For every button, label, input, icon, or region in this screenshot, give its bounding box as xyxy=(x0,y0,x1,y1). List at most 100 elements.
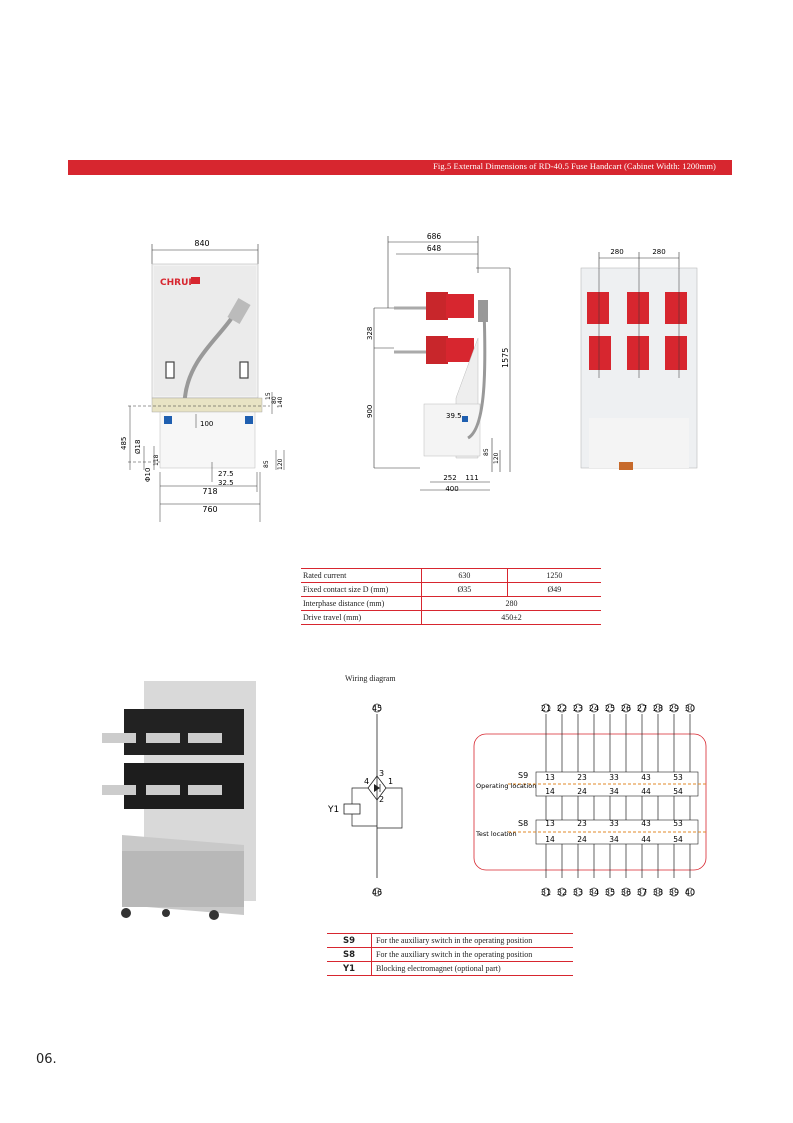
terminal-circle xyxy=(669,887,679,897)
terminal-46: 46 xyxy=(372,888,382,897)
pin-1: 1 xyxy=(388,777,393,786)
terminal-21: 21 xyxy=(541,704,551,713)
s8-location: Test location xyxy=(475,830,517,838)
terminal-circle xyxy=(637,703,647,713)
dim-648: 648 xyxy=(427,244,442,253)
contact-number: 34 xyxy=(609,787,619,796)
legend-row: S8 For the auxiliary switch in the opera… xyxy=(327,947,573,962)
handcart-photo xyxy=(102,681,256,920)
row-label: Fixed contact size D (mm) xyxy=(301,582,422,597)
terminal-circle xyxy=(589,887,599,897)
terminal-31: 31 xyxy=(541,888,551,897)
spec-table: Rated current 630 1250 Fixed contact siz… xyxy=(301,568,601,625)
row-label: Drive travel (mm) xyxy=(301,610,422,625)
contact-number: 34 xyxy=(609,835,619,844)
legend-key: S8 xyxy=(327,947,372,962)
dim-140: 140 xyxy=(277,396,284,408)
cell-value: 280 xyxy=(421,596,601,611)
figure-banner: Fig.5 External Dimensions of RD-40.5 Fus… xyxy=(68,160,732,175)
terminal-26: 26 xyxy=(621,704,631,713)
figure-title: Fig.5 External Dimensions of RD-40.5 Fus… xyxy=(433,161,716,171)
dim-760: 760 xyxy=(202,505,217,514)
dim-400: 400 xyxy=(445,485,458,493)
terminal-25: 25 xyxy=(605,704,615,713)
terminal-35: 35 xyxy=(605,888,615,897)
contact-number: 53 xyxy=(673,819,683,828)
dim-018: Ø18 xyxy=(134,440,142,454)
pin-3: 3 xyxy=(379,769,384,778)
dim-85: 85 xyxy=(483,448,490,456)
contact-number: 43 xyxy=(641,773,651,782)
terminal-28: 28 xyxy=(653,704,663,713)
contact-number: 33 xyxy=(609,773,619,782)
brand-logo: CHRUI xyxy=(160,278,192,288)
terminal-circle xyxy=(557,887,567,897)
row-label: Interphase distance (mm) xyxy=(301,596,422,611)
terminal-circle xyxy=(637,887,647,897)
dim-280a: 280 xyxy=(610,248,623,256)
table-row: Rated current 630 1250 xyxy=(301,568,601,583)
terminal-circle xyxy=(605,887,615,897)
contact-number: 54 xyxy=(673,787,683,796)
contact-number: 14 xyxy=(545,787,555,796)
terminal-circle xyxy=(653,703,663,713)
table-row: Interphase distance (mm) 280 xyxy=(301,596,601,611)
terminal-circle xyxy=(685,703,695,713)
wiring-diagram-title: Wiring diagram xyxy=(345,674,396,683)
terminal-22: 22 xyxy=(557,704,567,713)
dim-840: 840 xyxy=(194,239,209,248)
row-label: Rated current xyxy=(301,568,422,583)
dim-252: 252 xyxy=(443,474,456,482)
contact-number: 23 xyxy=(577,819,587,828)
contact-number: 43 xyxy=(641,819,651,828)
contact-number: 14 xyxy=(545,835,555,844)
legend-desc: Blocking electromagnet (optional part) xyxy=(371,961,573,976)
legend-key: Y1 xyxy=(327,961,372,976)
contact-number: 13 xyxy=(545,773,555,782)
terminal-circle xyxy=(621,887,631,897)
dim-900: 900 xyxy=(366,405,374,418)
contact-number: 44 xyxy=(641,787,651,796)
y1-wiring-diagram: 45 46 3 4 1 2 Y1 xyxy=(327,703,403,897)
terminal-circle xyxy=(573,887,583,897)
cell-value: Ø49 xyxy=(506,582,601,597)
terminal-circle xyxy=(621,703,631,713)
contact-number: 44 xyxy=(641,835,651,844)
dim-80: 80 xyxy=(271,396,278,404)
contact-number: 54 xyxy=(673,835,683,844)
dim-010: Φ10 xyxy=(144,468,152,482)
legend-table: S9 For the auxiliary switch in the opera… xyxy=(327,933,573,976)
side-view-drawing: 686 648 328 900 1575 39.5 85 120 252 111… xyxy=(366,232,511,493)
contact-number: 33 xyxy=(609,819,619,828)
dim-328: 328 xyxy=(366,327,374,340)
contact-number: 24 xyxy=(577,787,587,796)
dim-85: 85 xyxy=(263,460,270,468)
dim-485: 485 xyxy=(120,437,128,450)
terminal-29: 29 xyxy=(669,704,679,713)
terminal-27: 27 xyxy=(637,704,647,713)
cell-value: 630 xyxy=(421,568,508,583)
terminal-37: 37 xyxy=(637,888,647,897)
terminal-circle xyxy=(589,703,599,713)
dim-100: 100 xyxy=(200,420,213,428)
contact-number: 13 xyxy=(545,819,555,828)
terminal-39: 39 xyxy=(669,888,679,897)
dim-118: 118 xyxy=(153,454,160,466)
dim-120: 120 xyxy=(277,458,284,470)
terminal-circle xyxy=(669,703,679,713)
cell-value: Ø35 xyxy=(421,582,508,597)
front-view-drawing: 840 CHRUI 485 Ø18 Φ10 118 100 27.5 32.5 … xyxy=(120,239,285,522)
dim-15: 15 xyxy=(265,392,272,400)
legend-desc: For the auxiliary switch in the operatin… xyxy=(371,947,573,962)
table-row: Drive travel (mm) 450±2 xyxy=(301,610,601,625)
terminal-circle xyxy=(653,887,663,897)
y1-label: Y1 xyxy=(327,805,339,815)
dim-325: 32.5 xyxy=(218,479,234,487)
dim-280b: 280 xyxy=(652,248,665,256)
page-number: 06. xyxy=(36,1052,57,1067)
terminal-circle xyxy=(541,887,551,897)
cell-value: 450±2 xyxy=(421,610,601,625)
s8-label: S8 xyxy=(518,819,528,828)
terminal-circle xyxy=(541,703,551,713)
dim-120: 120 xyxy=(493,452,500,464)
